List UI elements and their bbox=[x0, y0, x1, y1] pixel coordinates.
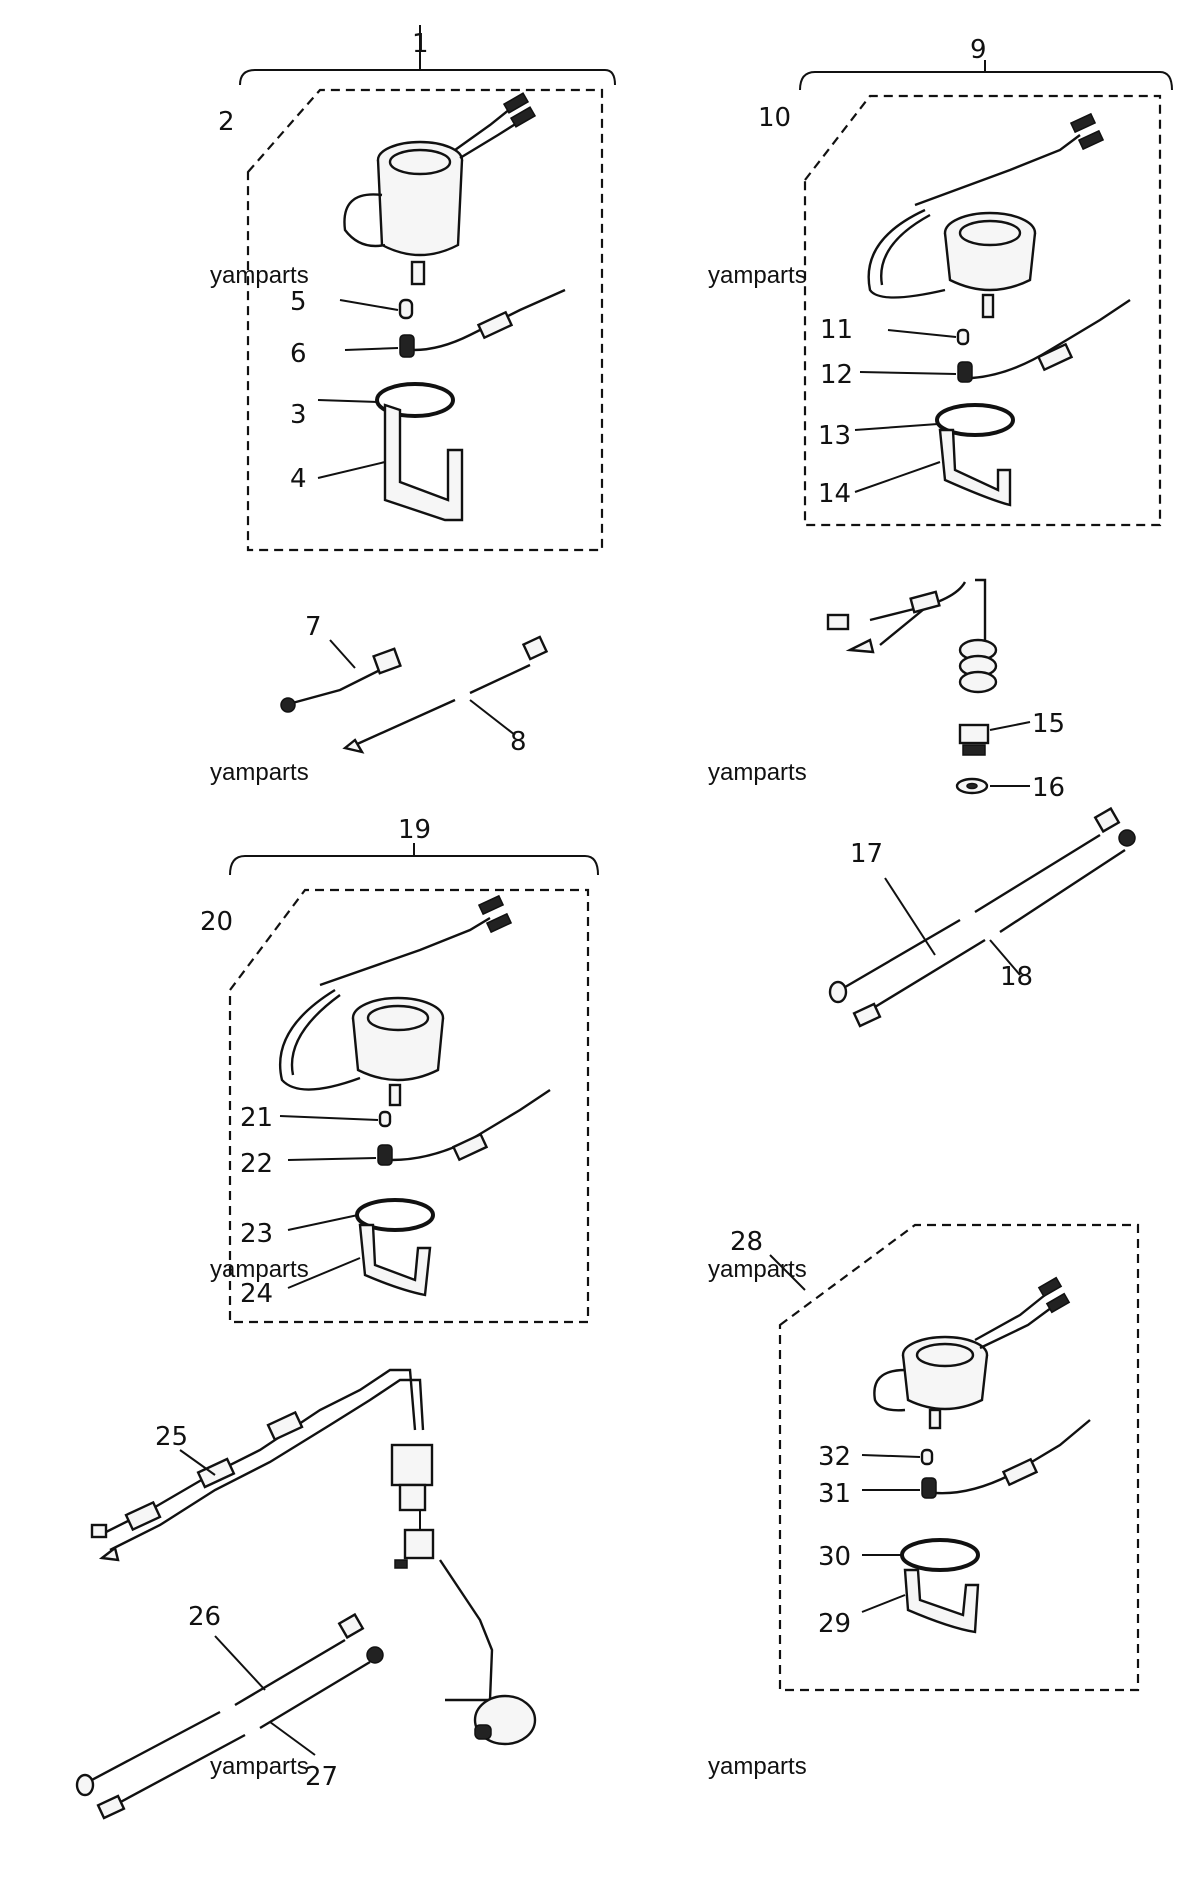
sender-part-25 bbox=[90, 1368, 537, 1746]
label-23: 23 bbox=[240, 1219, 273, 1249]
label-8: 8 bbox=[510, 727, 527, 757]
cable-part-26 bbox=[75, 1612, 365, 1797]
watermark-7: yamparts bbox=[210, 1753, 309, 1780]
socket-part-12 bbox=[859, 299, 1131, 383]
bracket-part-4 bbox=[317, 403, 464, 522]
label-15: 15 bbox=[1032, 709, 1065, 739]
sender-part-15 bbox=[826, 578, 1031, 756]
ring-part-30 bbox=[862, 1538, 980, 1572]
watermarks: yamparts yamparts yamparts yamparts yamp… bbox=[210, 262, 807, 1780]
label-22: 22 bbox=[240, 1149, 273, 1179]
label-5: 5 bbox=[290, 287, 307, 317]
watermark-6: yamparts bbox=[708, 1256, 807, 1283]
label-20: 20 bbox=[200, 907, 233, 937]
ring-part-3 bbox=[317, 382, 455, 418]
label-18: 18 bbox=[1000, 962, 1033, 992]
cable-part-8 bbox=[342, 635, 549, 754]
gauge-part-2 bbox=[343, 92, 537, 286]
label-29: 29 bbox=[818, 1609, 851, 1639]
cable-part-18 bbox=[852, 829, 1136, 1028]
bulb-part-5 bbox=[339, 298, 414, 320]
label-7: 7 bbox=[305, 612, 322, 642]
label-13: 13 bbox=[818, 421, 851, 451]
label-21: 21 bbox=[240, 1103, 273, 1133]
gauge-part-10 bbox=[867, 112, 1105, 319]
bulb-part-32 bbox=[861, 1448, 934, 1466]
cable-part-17 bbox=[828, 806, 1121, 1004]
label-26: 26 bbox=[188, 1602, 221, 1632]
label-32: 32 bbox=[818, 1442, 851, 1472]
label-10: 10 bbox=[758, 103, 791, 133]
label-14: 14 bbox=[818, 479, 851, 509]
ring-part-13 bbox=[854, 403, 1015, 437]
bracket-part-29 bbox=[861, 1568, 980, 1634]
bracket-part-24 bbox=[287, 1223, 432, 1297]
watermark-2: yamparts bbox=[708, 262, 807, 289]
assembly-group-9 bbox=[799, 60, 1173, 527]
label-6: 6 bbox=[290, 339, 307, 369]
label-11: 11 bbox=[820, 315, 853, 345]
ring-part-23 bbox=[287, 1198, 435, 1232]
label-1: 1 bbox=[412, 29, 429, 59]
assembly-group-28 bbox=[769, 1223, 1140, 1692]
assembly-group-19 bbox=[228, 843, 599, 1324]
cable-part-27 bbox=[96, 1646, 384, 1820]
label-31: 31 bbox=[818, 1479, 851, 1509]
cable-part-7 bbox=[280, 639, 402, 713]
socket-part-6 bbox=[344, 288, 566, 358]
watermark-1: yamparts bbox=[210, 262, 309, 289]
watermark-4: yamparts bbox=[708, 759, 807, 786]
gauge-part-28 bbox=[873, 1276, 1071, 1430]
label-19: 19 bbox=[398, 815, 431, 845]
washer-part-16 bbox=[955, 777, 1030, 795]
label-17: 17 bbox=[850, 839, 883, 869]
watermark-3: yamparts bbox=[210, 759, 309, 786]
label-16: 16 bbox=[1032, 773, 1065, 803]
label-30: 30 bbox=[818, 1542, 851, 1572]
label-28: 28 bbox=[730, 1227, 763, 1257]
label-3: 3 bbox=[290, 400, 307, 430]
label-25: 25 bbox=[155, 1422, 188, 1452]
bracket-part-14 bbox=[854, 428, 1012, 507]
bulb-part-11 bbox=[887, 328, 970, 346]
bulb-part-21 bbox=[279, 1110, 392, 1128]
label-2: 2 bbox=[218, 107, 235, 137]
watermark-8: yamparts bbox=[708, 1753, 807, 1780]
watermark-5: yamparts bbox=[210, 1256, 309, 1283]
label-12: 12 bbox=[820, 360, 853, 390]
assembly-group-1 bbox=[239, 25, 616, 552]
label-27: 27 bbox=[305, 1762, 338, 1792]
callout-labels: 1 2 5 6 3 4 9 10 11 12 13 14 7 8 15 16 1… bbox=[155, 29, 1065, 1792]
label-4: 4 bbox=[290, 464, 307, 494]
label-9: 9 bbox=[970, 35, 987, 65]
gauge-part-20 bbox=[278, 894, 513, 1107]
socket-part-31 bbox=[862, 1419, 1091, 1499]
label-24: 24 bbox=[240, 1279, 273, 1309]
socket-part-22 bbox=[287, 1089, 551, 1166]
